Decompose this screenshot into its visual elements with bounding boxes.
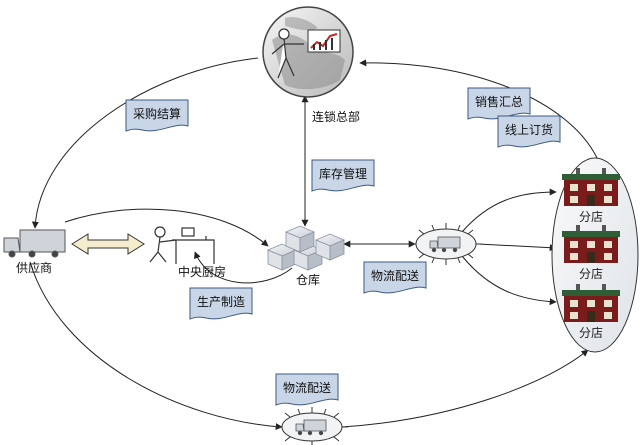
store-node: 分店 — [562, 168, 620, 224]
double-arrow-supplier-kitchen — [71, 233, 145, 255]
warehouse-node: 仓库 — [266, 225, 346, 287]
flow-lines — [29, 57, 599, 431]
headquarters-node: 连锁总部 — [262, 6, 360, 124]
hub-spokes — [276, 407, 348, 445]
worker-icon — [149, 226, 215, 264]
flow-tag-production-manufacturing: 生产制造 — [189, 287, 253, 320]
logistics-hub-middle — [410, 223, 482, 265]
store-label: 分店 — [579, 210, 603, 224]
warehouse-label: 仓库 — [296, 272, 320, 287]
line-hub-store-2 — [477, 243, 557, 252]
delivery-truck-icon — [429, 236, 461, 253]
flow-tag-logistics-delivery-bottom: 物流配送 — [275, 373, 339, 406]
hub-spokes — [410, 223, 482, 265]
supplier-label: 供应商 — [16, 260, 52, 275]
central-kitchen-node: 中央厨房 — [149, 226, 226, 279]
flow-tag-logistics-delivery-mid: 物流配送 — [363, 261, 427, 294]
tag-label: 物流配送 — [283, 380, 331, 395]
tag-label: 销售汇总 — [475, 94, 523, 109]
supplier-node: 供应商 — [3, 229, 66, 275]
presenter-icon — [271, 28, 304, 79]
truck-icon — [3, 229, 66, 258]
tag-label: 线上订货 — [505, 122, 553, 137]
line-kitchen-warehouse — [194, 251, 293, 284]
line-hub-store-1 — [461, 188, 557, 233]
growth-chart-icon — [307, 29, 341, 53]
line-supplier-to-bottom-hub — [29, 261, 283, 431]
tag-label: 采购结算 — [133, 106, 181, 121]
flow-tag-inventory-management: 库存管理 — [311, 159, 375, 192]
line-bottom-hub-to-stores — [341, 349, 589, 428]
tag-label: 库存管理 — [319, 166, 367, 181]
store-label: 分店 — [579, 326, 603, 340]
stores-group: 分店 分店 分店 — [551, 157, 639, 353]
line-hq-to-supplier — [31, 57, 259, 229]
store-label: 分店 — [579, 267, 603, 281]
line-supplier-to-warehouse — [64, 208, 269, 247]
store-building-icon — [562, 225, 620, 263]
headquarters-label: 连锁总部 — [312, 109, 360, 124]
store-node: 分店 — [562, 225, 620, 281]
central-kitchen-label: 中央厨房 — [178, 264, 226, 279]
store-node: 分店 — [562, 284, 620, 340]
boxes-icon — [266, 225, 346, 271]
flow-tag-purchase-settlement: 采购结算 — [125, 99, 189, 132]
tag-label: 物流配送 — [371, 268, 419, 283]
logistics-hub-bottom — [276, 407, 348, 445]
flow-tag-online-order: 线上订货 — [497, 115, 561, 148]
store-building-icon — [562, 284, 620, 322]
store-building-icon — [562, 168, 620, 206]
line-hub-store-3 — [461, 255, 557, 306]
tag-label: 生产制造 — [197, 295, 245, 309]
delivery-truck-icon — [295, 419, 327, 436]
flow-tag-sales-summary: 销售汇总 — [467, 87, 531, 120]
